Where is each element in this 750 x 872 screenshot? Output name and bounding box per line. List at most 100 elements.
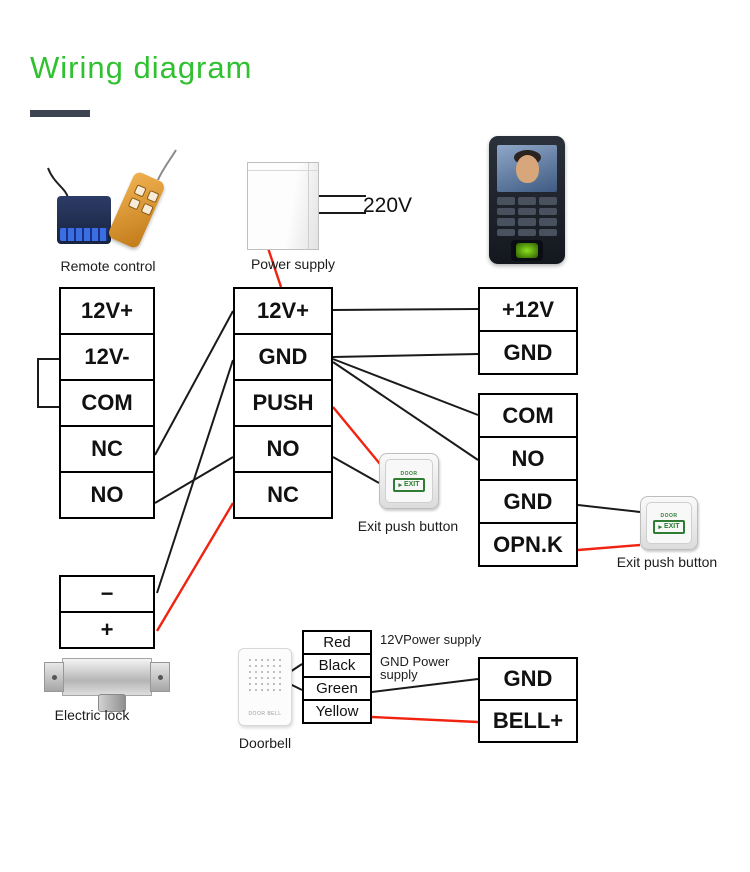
terminal-cell: NO [478, 436, 578, 481]
wire-color-cell: Green [302, 676, 372, 701]
keypad-key [497, 207, 515, 215]
wire-black [332, 308, 479, 311]
keypad-key [518, 218, 536, 226]
psu-lid-line [248, 170, 318, 171]
wire-black [154, 456, 234, 504]
remote-button [133, 184, 147, 198]
receiver-terminal-strip [60, 228, 108, 241]
access-control-device-graphic [489, 136, 565, 264]
terminal-cell: NO [233, 425, 333, 473]
remote-control-caption: Remote control [60, 258, 156, 274]
terminal-cell: − [59, 575, 155, 613]
power-supply-graphic [247, 162, 319, 250]
remote-antenna-icon [157, 149, 177, 180]
exit-button-caption-right: Exit push button [616, 554, 718, 570]
electric-lock-graphic [62, 658, 152, 696]
exit-button-plate: DOOR ▸ EXIT [385, 459, 433, 503]
terminal-cell: 12V+ [59, 287, 155, 335]
doorbell-speaker-grill [247, 657, 283, 693]
wire-black [332, 361, 479, 461]
terminal-block-device-relay: COM NO GND OPN.K [478, 393, 578, 567]
wire-black [332, 456, 380, 484]
page-title: Wiring diagram [30, 50, 253, 85]
supply-gnd-note-line2: supply [380, 667, 418, 682]
terminal-cell: COM [59, 379, 155, 427]
wire-red [332, 406, 381, 465]
wire-red [155, 502, 235, 632]
wire-black [154, 310, 234, 456]
keypad-key [497, 218, 515, 226]
terminal-block-device-power: +12V GND [478, 287, 578, 375]
keypad-key [539, 228, 557, 236]
terminal-cell: 12V- [59, 333, 155, 381]
remote-button [127, 197, 142, 211]
fingerprint-glow [516, 243, 538, 258]
keypad-key [539, 218, 557, 226]
exit-arrow-icon: ▸ [658, 523, 662, 531]
exit-push-button-graphic: DOOR ▸ EXIT [640, 496, 698, 550]
supply-12v-note: 12VPower supply [380, 632, 482, 647]
keypad-key [539, 197, 557, 205]
exit-button-plate: DOOR ▸ EXIT [646, 502, 692, 544]
terminal-cell: GND [233, 333, 333, 381]
lock-bolt [98, 694, 126, 712]
terminal-cell: PUSH [233, 379, 333, 427]
psu-seam [308, 163, 309, 249]
lock-screw-hole [157, 674, 163, 680]
exit-button-door-text: DOOR [400, 470, 418, 477]
lock-mount-tab [150, 662, 170, 692]
keypad-key [518, 197, 536, 205]
remote-receiver-graphic [57, 196, 111, 244]
exit-button-caption-left: Exit push button [357, 518, 459, 534]
remote-keyfob-graphic [106, 170, 167, 250]
terminal-cell: BELL+ [478, 699, 578, 743]
device-keypad [497, 197, 557, 236]
wire-red [371, 715, 479, 724]
title-underline [30, 110, 90, 117]
supply-gnd-note-line1: GND Power [380, 654, 450, 669]
remote-button [140, 202, 154, 216]
doorbell-body-text: DOOR BELL [248, 711, 282, 717]
device-screen [497, 145, 557, 192]
wire-color-cell: Black [302, 653, 372, 678]
power-supply-caption: Power supply [250, 256, 336, 272]
terminal-block-bell: GND BELL+ [478, 657, 578, 743]
remote-button [146, 189, 160, 204]
exit-push-button-graphic: DOOR ▸ EXIT [379, 453, 439, 509]
exit-button-exit-text: ▸ EXIT [393, 477, 425, 492]
terminal-block-power: 12V+ GND PUSH NO NC [233, 287, 333, 519]
wire-black [156, 359, 234, 594]
wire-black [577, 504, 641, 513]
keypad-key [539, 207, 557, 215]
wire-red [577, 543, 641, 552]
wire-color-table: Red Black Green Yellow [302, 630, 372, 724]
remote-buttons [127, 184, 160, 216]
electric-lock-caption: Electric lock [54, 707, 130, 723]
fingerprint-sensor [511, 240, 543, 261]
terminal-cell: NC [233, 471, 333, 519]
terminal-cell: COM [478, 393, 578, 438]
doorbell-graphic: DOOR BELL [238, 648, 292, 726]
lock-screw-hole [51, 674, 57, 680]
wire-black [37, 358, 59, 408]
wire-black [332, 358, 479, 416]
wire-color-cell: Red [302, 630, 372, 655]
doorbell-caption: Doorbell [238, 735, 292, 751]
terminal-cell: GND [478, 479, 578, 524]
keypad-key [518, 207, 536, 215]
receiver-antenna-icon [47, 167, 69, 199]
terminal-cell: 12V+ [233, 287, 333, 335]
keypad-key [497, 228, 515, 236]
terminal-block-lock: − + [59, 575, 155, 649]
terminal-block-receiver: 12V+ 12V- COM NC NO [59, 287, 155, 519]
device-face-photo [516, 155, 539, 183]
wire-color-cell: Yellow [302, 699, 372, 724]
exit-button-door-text: DOOR [660, 512, 678, 519]
terminal-cell: NC [59, 425, 155, 473]
lock-mount-tab [44, 662, 64, 692]
terminal-cell: +12V [478, 287, 578, 332]
exit-arrow-icon: ▸ [398, 481, 402, 489]
terminal-cell: + [59, 611, 155, 649]
exit-button-exit-text: ▸ EXIT [653, 519, 685, 534]
